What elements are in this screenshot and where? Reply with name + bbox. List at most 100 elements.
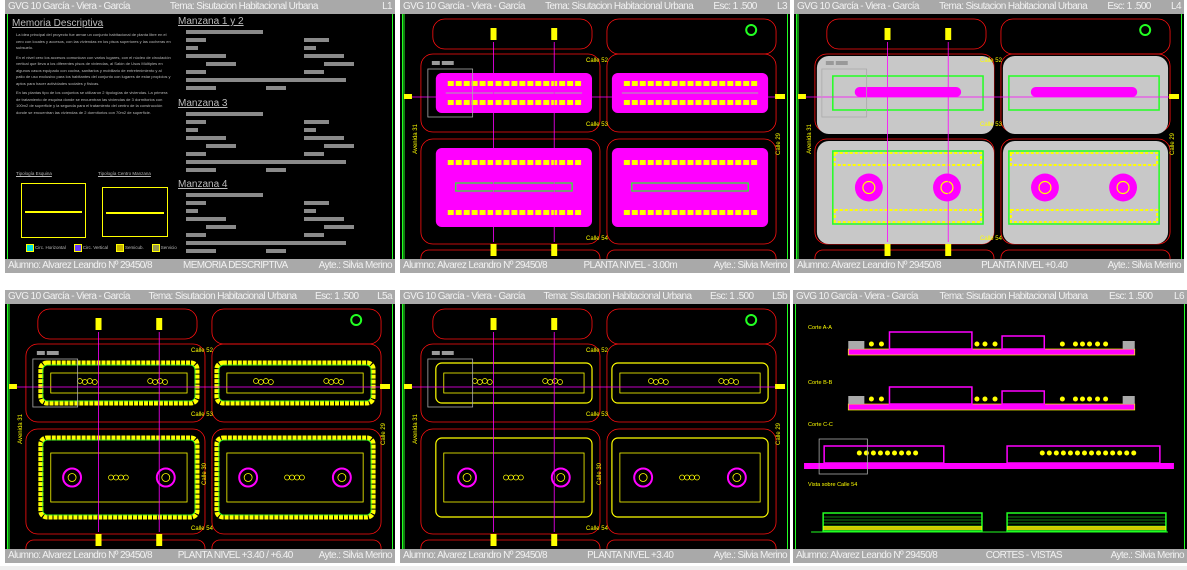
unit [471,100,478,105]
sheet-footer: Alumno: Alvarez Leando Nº 29450/8 CORTES… [793,549,1187,563]
legend-label: Semicub. [125,245,144,251]
unit [663,81,670,86]
illegible-table-text [186,70,206,74]
section-marker [8,384,17,389]
illegible-table-text [304,38,329,42]
illegible-table-text [304,201,329,205]
unit [479,81,486,86]
unit [687,210,694,215]
tree [86,378,93,384]
legend-item: Circ. Vertical [73,244,109,252]
unit [487,81,494,86]
unit [639,210,646,215]
tree [1081,450,1087,456]
illegible-table-text [324,225,354,229]
sheet-header: GVG 10 García - Viera - García Tema: Sis… [5,290,395,304]
sheet-L6[interactable]: GVG 10 García - Viera - García Tema: Sis… [793,290,1187,563]
road-outline [25,343,206,423]
road-outline [606,428,777,535]
unit [647,160,654,165]
legend-item: Circ. Horizontal [26,244,66,252]
illegible-table-text [206,225,236,229]
tree [472,378,478,384]
unit [719,210,726,215]
building-section [888,386,973,405]
sheet-header: GVG 10 García - Viera - García Tema: Sis… [400,290,790,304]
illegible-table-text [186,30,226,34]
unit [471,81,478,86]
memoria-paragraph: La idea principal del proyecto fue armar… [16,32,171,50]
unit [447,100,454,105]
illegible-table-text [186,86,216,90]
tree [648,378,654,384]
section-marker [884,244,891,256]
tree [108,474,114,481]
illegible-table-text [186,54,226,58]
sheet-id: L1 [382,1,393,12]
sheet-L1[interactable]: GVG 10 García - Viera - García Tema: Sis… [5,0,395,273]
unit [711,160,718,165]
memoria-text: La idea principal del proyecto fue armar… [16,32,171,119]
unit [487,100,494,105]
building-section [1006,445,1161,464]
unit [479,160,486,165]
block-outline [611,437,769,518]
selection-box [821,68,868,118]
unit [511,160,518,165]
illegible-table-text [186,193,226,197]
sheet-L5b[interactable]: GVG 10 García - Viera - García Tema: Sis… [400,290,790,563]
north-arrow-icon [350,314,363,326]
fountain-center [556,473,566,482]
street-label-calle-53: Calle 53 [586,122,609,128]
unit [543,81,550,86]
courtyard [226,452,364,503]
unit [623,160,630,165]
street-label-calle-29: Calle 29 [1170,132,1176,155]
group-label: GVG 10 García - Viera - García [796,291,918,302]
tree [123,474,129,481]
tree [1103,341,1109,347]
illegible-table-text [186,201,206,205]
street-label-calle-29: Calle 29 [776,422,782,445]
ground-floor [823,526,982,530]
fountain [1038,180,1052,195]
illegible-table-text [186,241,276,245]
unit [703,81,710,86]
sheet-L3[interactable]: GVG 10 García - Viera - García Tema: Sis… [400,0,790,273]
road-outline [606,249,777,259]
window-bottom-edge [0,566,1187,570]
tree [1072,341,1078,347]
unit [631,100,638,105]
fountain-center [462,473,472,482]
sheet-L4[interactable]: GVG 10 García - Viera - García Tema: Sis… [794,0,1184,273]
block-inner [218,364,372,402]
sheet-L5a[interactable]: GVG 10 García - Viera - García Tema: Sis… [5,290,395,563]
illegible-table-text [186,112,226,116]
selection-box [427,358,474,408]
tree [552,378,558,384]
unit [679,160,686,165]
sheet-header: GVG 10 García - Viera - García Tema: Sis… [794,0,1184,14]
legend-swatch [116,244,125,252]
section-marker [490,244,497,256]
courtyard [226,372,364,394]
paved-area [1002,141,1169,244]
courtyard [50,372,188,394]
tree [481,378,488,384]
manzana-heading: Manzana 3 [178,98,228,109]
unit [639,81,646,86]
illegible-table-text [304,136,344,140]
assistant-label: Ayte.: Silvia Merino [1110,550,1185,561]
tree [653,379,659,385]
legend-label: Circ. Vertical [82,245,109,251]
section-marker [945,28,952,40]
unit [575,160,582,165]
unit [623,210,630,215]
tree [1110,450,1116,456]
tree [694,474,700,481]
